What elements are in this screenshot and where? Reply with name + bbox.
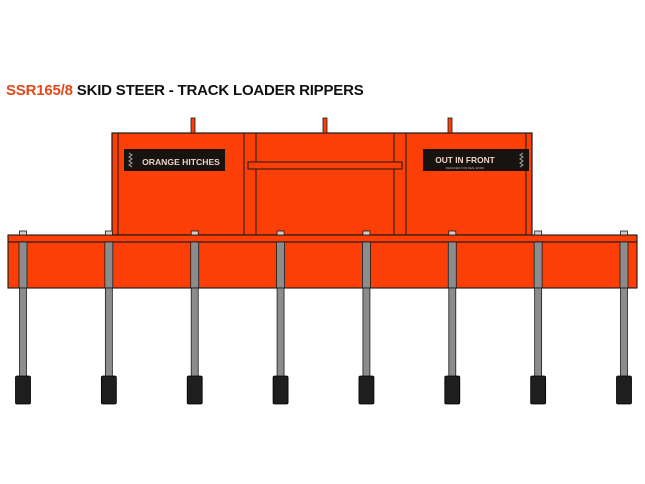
shank-bolt-cap	[362, 230, 371, 236]
shank-rod	[190, 287, 199, 379]
shank-bolt-cap	[620, 230, 628, 236]
shank-collar	[619, 241, 629, 289]
right-brand-text: OUT IN FRONT	[435, 155, 495, 165]
ripper-shank	[358, 230, 375, 405]
shank-collar	[276, 241, 285, 289]
shank-collar	[533, 241, 543, 289]
shank-rod	[534, 287, 543, 379]
shank-rod	[19, 287, 27, 379]
hitch-tab-left	[190, 117, 196, 134]
hitch-tabs	[190, 117, 453, 134]
shank-collar	[18, 241, 28, 289]
ripper-shank	[100, 230, 117, 405]
shank-rod	[276, 287, 285, 379]
mounting-frame	[111, 132, 533, 236]
shank-rod	[620, 287, 628, 379]
ripper-shank	[272, 230, 289, 405]
shank-tooth	[530, 375, 547, 405]
shank-rod	[362, 287, 371, 379]
ripper-shank	[444, 230, 461, 405]
shank-bolt-cap	[104, 230, 113, 236]
main-beam	[7, 234, 638, 289]
hitch-tab-center	[322, 117, 328, 134]
shank-tooth	[15, 375, 31, 405]
ripper-shank	[186, 230, 203, 405]
shank-tooth	[100, 375, 117, 405]
ripper-shank	[15, 230, 31, 405]
shank-tooth	[616, 375, 632, 405]
shank-tooth	[186, 375, 203, 405]
orange-hitches-logo: ORANGE HITCHES	[124, 149, 225, 171]
hitch-tab-right	[447, 117, 453, 134]
shank-collar	[447, 241, 457, 289]
shank-collar	[362, 241, 371, 289]
model-code: SSR165/8	[6, 82, 73, 99]
shank-rod	[104, 287, 113, 379]
out-in-front-logo: OUT IN FRONT DESIGNED FOR REAL WORK	[423, 149, 529, 171]
shank-bolt-cap	[534, 230, 543, 236]
left-brand-text: ORANGE HITCHES	[142, 157, 220, 167]
shank-tooth	[272, 375, 289, 405]
ripper-shank	[530, 230, 547, 405]
shank-bolt-cap	[448, 230, 457, 236]
shank-tooth	[444, 375, 461, 405]
shank-bolt-cap	[276, 230, 285, 236]
shank-rod	[448, 287, 457, 379]
ripper-shanks	[15, 230, 632, 405]
model-description: SKID STEER - TRACK LOADER RIPPERS	[76, 82, 364, 99]
shank-collar	[190, 241, 200, 289]
shank-bolt-cap	[190, 230, 199, 236]
ripper-shank	[616, 230, 632, 405]
shank-collar	[104, 241, 114, 289]
right-brand-subtext: DESIGNED FOR REAL WORK	[446, 166, 485, 170]
shank-bolt-cap	[19, 230, 27, 236]
shank-tooth	[358, 375, 375, 405]
